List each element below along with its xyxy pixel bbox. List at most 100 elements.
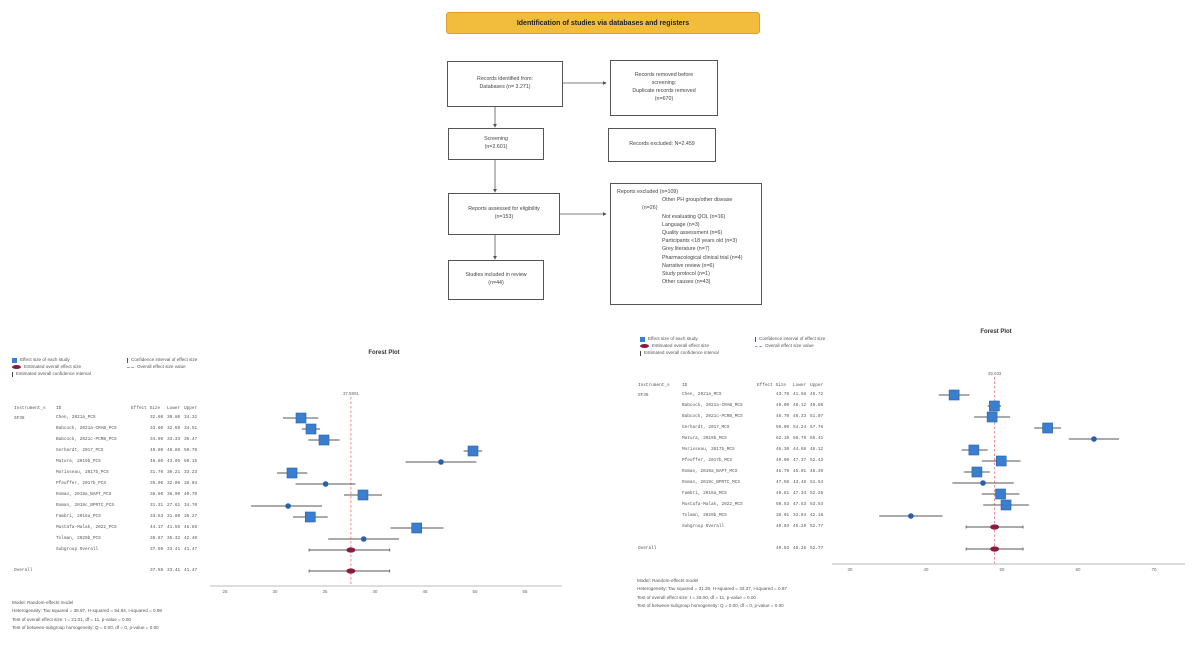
legend-label: Effect size of each study [648,336,698,342]
legend-item-ref: Overall effect size value [127,364,186,370]
effect-size-marker [411,522,423,534]
row-value-lo: 45.28 [793,546,807,552]
box-line: Reports assessed for eligibility [468,206,540,213]
effect-size-marker [438,459,444,465]
legend-label: Estimated overall confidence interval [644,350,719,356]
excluded-reason: Other PH group/other disease [662,197,733,204]
row-label: Fambri, 2016a_MCS [682,491,727,497]
excluded-reason: Participants <18 years old (n=3) [662,238,738,245]
excluded-reason: Grey literature (n=7) [662,246,710,253]
row-label: Overall [14,568,33,574]
row-value-es: 49.03 [776,524,790,530]
row-value-lo: 33.41 [167,568,181,574]
x-tick-label: 70 [1151,567,1157,572]
column-header: Upper [184,406,198,411]
dashed-line-icon [755,345,762,347]
flowchart-arrows [493,81,607,260]
row-value-hi: 41.47 [184,568,198,574]
row-label: Pfeuffer, 2017b_PCS [56,481,107,487]
legend-label: Estimated overall effect size [24,364,82,370]
row-label: Babcock, 2021c-PCRB_MCS [682,414,743,420]
reports-excluded-box: Reports excluded (n=109) Other PH group/… [610,183,762,305]
legend-item-overall: Estimated overall effect size [12,364,81,370]
dashed-line-icon [127,366,134,368]
row-value-lo: 45.28 [793,524,807,530]
legend-label: Confidence interval of effect size [759,336,826,342]
box-line: Duplicate records removed [632,88,696,94]
row-value-es: 38.80 [150,492,164,498]
row-value-lo: 43.05 [167,459,181,465]
row-label: Chen, 2021a_PCS [56,415,96,421]
row-label: Babcock, 2021c-PCRB_PCS [56,437,117,443]
x-tick-label: 30 [847,567,853,572]
records-identified-box: Records identified from: Databases (n= 3… [447,61,563,107]
instrument-label: SF36 [14,415,25,421]
row-value-es: 34.90 [150,437,164,443]
row-label: Fambri, 2016a_PCS [56,514,101,520]
effect-size-marker [305,423,317,435]
reference-value-label: 37.5901 [342,391,359,396]
records-excluded-box: Records excluded: N=2.459 [608,128,716,162]
row-label: Roman, 2019a_BAPT_MCS [682,469,738,475]
row-value-hi: 50.15 [184,459,198,465]
legend-label: Estimated overall confidence interval [16,371,91,377]
plot-title: Forest Plot [980,329,1012,335]
row-value-hi: 52.43 [810,458,824,464]
box-line: Screening [484,136,508,143]
reference-value-label: 49.033 [987,371,1002,376]
box-line: Records excluded: N=2.459 [629,141,695,148]
row-value-lo: 27.61 [167,503,181,509]
x-tick-label: 60 [1075,567,1081,572]
effect-size-marker [285,503,291,509]
x-tick-label: 35 [322,589,328,594]
column-header: Upper [810,383,824,388]
effect-size-marker [971,466,983,478]
effect-size-marker [1091,436,1097,442]
row-value-es: 33.53 [150,514,164,520]
row-value-hi: 52.28 [810,491,824,497]
effect-size-marker [908,513,914,519]
effect-size-marker [995,455,1007,467]
column-header: Effect Size [131,406,160,411]
row-label: Chen, 2021a_MCS [682,392,722,398]
legend-label: Estimated overall effect size [652,343,710,349]
box-line: Databases (n= 3.271) [479,84,531,90]
box-line: (n=670) [654,95,674,102]
row-value-hi: 52.77 [810,546,824,552]
row-value-es: 31.31 [150,503,164,509]
square-icon [640,336,645,342]
overall-effect-marker [346,547,356,553]
row-label: Mustafa-Malak, 2022_PCS [56,525,117,531]
row-value-hi: 48.12 [810,447,824,453]
effect-size-marker [467,445,479,457]
legend-item-overall_ci: Estimated overall confidence interval [640,350,719,356]
effect-size-marker [322,481,329,487]
screening-box: Screening (n=2.601) [448,128,544,160]
effect-size-marker [989,400,1000,412]
row-value-hi: 42.18 [810,513,824,519]
row-value-lo: 47.34 [793,491,807,497]
error-bar-icon [640,350,641,356]
row-value-es: 62.10 [776,436,790,442]
box-line: (n=2.601) [484,144,508,150]
column-header-instrument: Instrument_s [638,383,670,388]
row-value-hi: 38.04 [184,481,198,487]
model-statistics-line: Test of overall effect size: t = 21.01, … [12,616,131,622]
records-removed-box: Records removed before screening: Duplic… [610,60,718,116]
row-label: Mustafa-Malak, 2022_MCS [682,502,743,508]
model-statistics-line: Model: Random-effects model [637,578,699,583]
row-value-es: 46.30 [776,447,790,453]
row-value-es: 50.53 [776,502,790,508]
row-value-es: 47.50 [776,480,790,486]
row-value-lo: 47.37 [793,458,807,464]
diamond-icon [640,344,649,348]
row-value-hi: 42.40 [184,536,198,542]
row-value-es: 32.60 [150,415,164,421]
excluded-reason: Study protocol (n=1) [662,271,710,278]
row-label: Matura, 2019b_PCS [56,459,101,465]
row-value-lo: 45.01 [793,469,807,475]
effect-size-marker [980,480,986,486]
row-value-hi: 45.72 [810,392,824,398]
row-value-lo: 33.41 [167,547,181,553]
legend-item-study: Effect size of each study [640,336,698,342]
